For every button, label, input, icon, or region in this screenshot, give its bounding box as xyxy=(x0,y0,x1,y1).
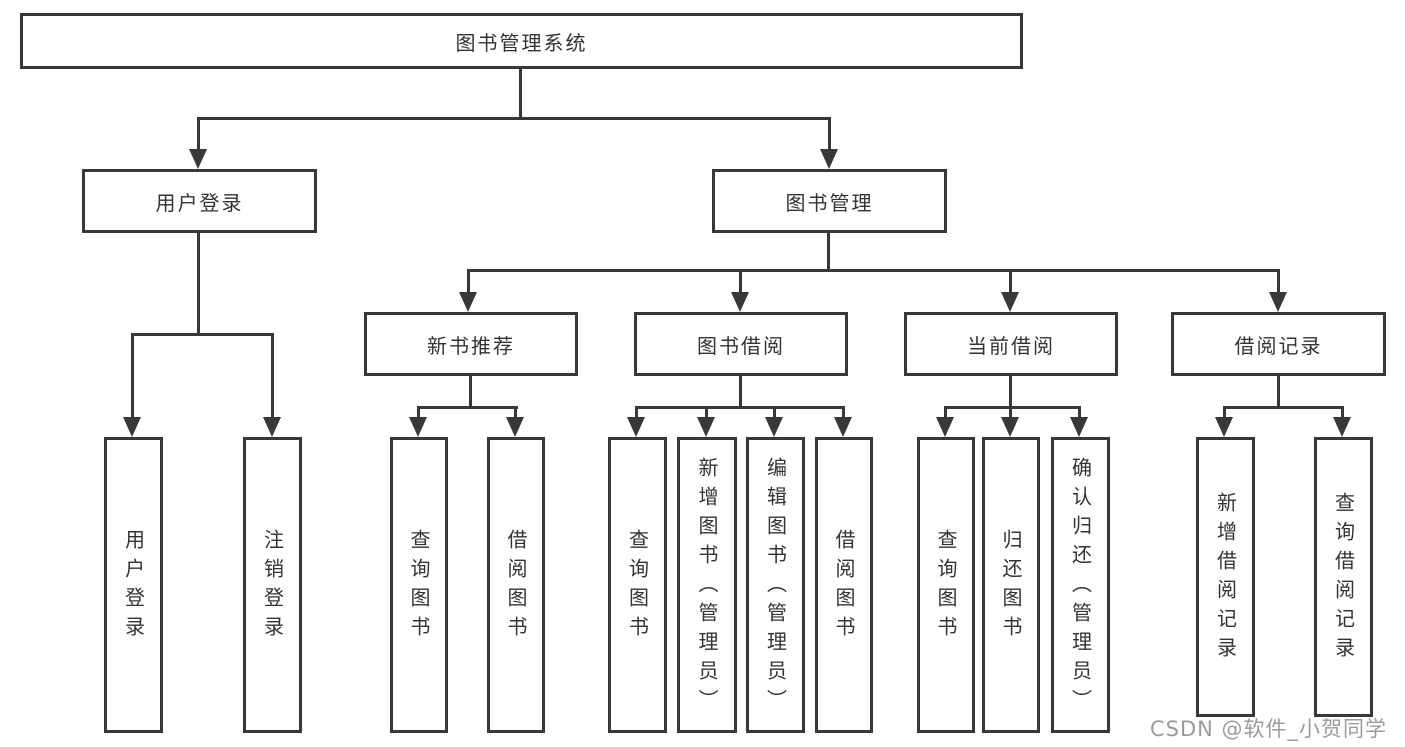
connector-drop xyxy=(842,406,845,419)
arrow-down-icon xyxy=(731,292,749,312)
arrow-down-icon xyxy=(1001,292,1019,312)
arrow-down-icon xyxy=(189,149,207,169)
leaf-confirm-return-admin: 确认归还（管理员） xyxy=(1051,437,1110,733)
connector-new-book-rail xyxy=(417,406,518,409)
connector-drop-book-borrow xyxy=(739,269,742,293)
node-library-system: 图书管理系统 xyxy=(20,13,1023,69)
arrow-down-icon xyxy=(1269,292,1287,312)
node-book-borrow: 图书借阅 xyxy=(634,312,848,376)
connector-drop xyxy=(705,406,708,419)
connector-drop xyxy=(514,406,517,419)
connector-drop xyxy=(1223,406,1226,419)
arrow-down-icon xyxy=(834,417,852,437)
connector-drop-leaf-logout xyxy=(271,333,274,419)
csdn-watermark: CSDN @软件_小贺同学 xyxy=(1150,717,1388,741)
arrow-down-icon xyxy=(936,417,954,437)
connector-current-borrow-stem xyxy=(1009,376,1012,409)
leaf-borrow-books: 借阅图书 xyxy=(815,437,873,733)
leaf-return-books: 归还图书 xyxy=(982,437,1040,733)
connector-user-login-stem xyxy=(197,233,200,336)
leaf-edit-book-admin: 编辑图书（管理员） xyxy=(746,437,805,733)
connector-borrow-records-stem xyxy=(1277,376,1280,409)
leaf-borrow-books-recommend: 借阅图书 xyxy=(487,437,545,733)
connector-drop xyxy=(773,406,776,419)
node-borrow-records: 借阅记录 xyxy=(1171,312,1386,376)
leaf-query-books-borrow: 查询图书 xyxy=(608,437,667,733)
connector-current-borrow-rail xyxy=(944,406,1081,409)
connector-drop xyxy=(1009,406,1012,419)
connector-drop xyxy=(1078,406,1081,419)
connector-book-borrow-rail xyxy=(635,406,845,409)
connector-level2-rail xyxy=(467,269,1280,272)
arrow-down-icon xyxy=(1215,417,1233,437)
arrow-down-icon xyxy=(1070,417,1088,437)
connector-drop xyxy=(635,406,638,419)
connector-borrow-records-rail xyxy=(1223,406,1344,409)
node-current-borrow: 当前借阅 xyxy=(904,312,1118,376)
leaf-add-borrow-record: 新增借阅记录 xyxy=(1196,437,1255,717)
connector-book-borrow-stem xyxy=(739,376,742,409)
arrow-down-icon xyxy=(123,417,141,437)
connector-drop xyxy=(1341,406,1344,419)
leaf-query-books-current: 查询图书 xyxy=(917,437,975,733)
connector-root-stem xyxy=(519,69,522,117)
arrow-down-icon xyxy=(409,417,427,437)
connector-drop xyxy=(944,406,947,419)
connector-drop-book-management xyxy=(828,117,831,151)
connector-new-book-stem xyxy=(469,376,472,409)
leaf-add-book-admin: 新增图书（管理员） xyxy=(677,437,737,733)
arrow-down-icon xyxy=(627,417,645,437)
leaf-query-books-recommend: 查询图书 xyxy=(390,437,448,733)
connector-level1-rail xyxy=(197,117,831,120)
node-user-login: 用户登录 xyxy=(82,169,317,233)
arrow-down-icon xyxy=(506,417,524,437)
arrow-down-icon xyxy=(263,417,281,437)
arrow-down-icon xyxy=(459,292,477,312)
leaf-query-borrow-record: 查询借阅记录 xyxy=(1314,437,1373,717)
connector-drop-user-login xyxy=(197,117,200,151)
node-book-management: 图书管理 xyxy=(712,169,947,233)
connector-book-management-stem xyxy=(827,233,830,271)
leaf-user-login: 用户登录 xyxy=(104,437,163,733)
connector-drop xyxy=(417,406,420,419)
connector-user-login-rail xyxy=(131,333,274,336)
arrow-down-icon xyxy=(820,149,838,169)
arrow-down-icon xyxy=(697,417,715,437)
connector-drop-leaf-user-login xyxy=(131,333,134,419)
arrow-down-icon xyxy=(1001,417,1019,437)
arrow-down-icon xyxy=(765,417,783,437)
connector-drop-new-book xyxy=(467,269,470,293)
connector-drop-borrow-records xyxy=(1277,269,1280,293)
node-new-book-recommend: 新书推荐 xyxy=(364,312,578,376)
leaf-logout: 注销登录 xyxy=(243,437,302,733)
connector-drop-current-borrow xyxy=(1009,269,1012,293)
arrow-down-icon xyxy=(1333,417,1351,437)
